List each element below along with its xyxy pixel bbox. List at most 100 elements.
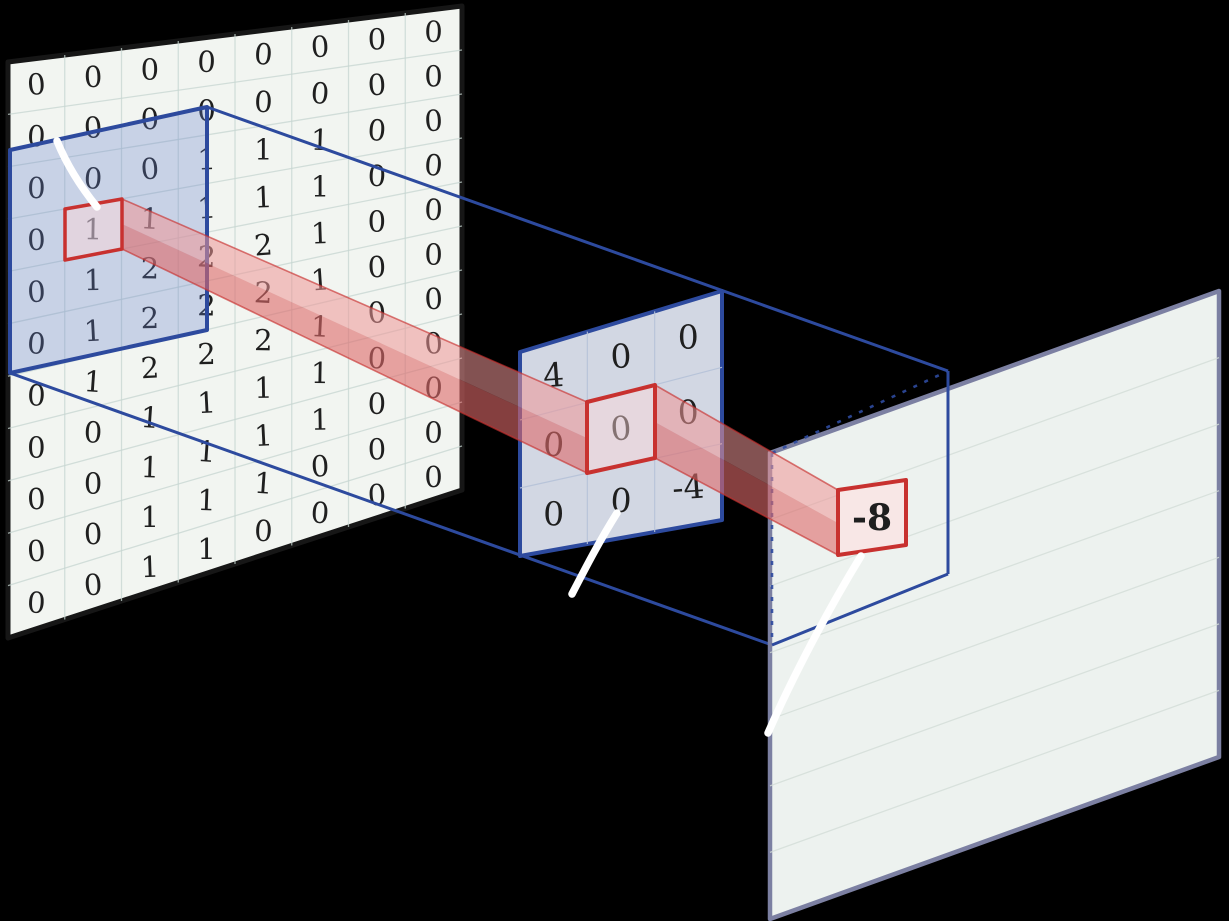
kernel-highlight-cell	[585, 383, 657, 475]
projected-region-outline	[770, 369, 950, 647]
input-cell-value: 0	[141, 52, 159, 86]
input-cell-value: 0	[83, 415, 103, 450]
input-cell-value: 1	[84, 263, 103, 297]
input-cell-value: 0	[367, 22, 386, 56]
input-cell-value: 1	[311, 356, 330, 390]
beam-kernel-output-front-face	[655, 422, 838, 555]
input-cell-value: 0	[424, 59, 443, 93]
input-cell-value: 1	[254, 133, 272, 167]
input-cell-value: 0	[27, 171, 46, 205]
input-cell-value: 0	[254, 514, 274, 549]
projection-line-top	[206, 105, 949, 373]
input-cell-value: 0	[310, 76, 331, 111]
input-cell-value: 0	[310, 449, 330, 484]
input-cell-value: 0	[27, 378, 47, 413]
kernel-cell-value: 0	[610, 336, 632, 376]
output-highlight-cell	[836, 478, 908, 557]
input-cell-value: 2	[254, 323, 273, 357]
input-cell-value: 0	[83, 517, 103, 552]
input-cell-value: 0	[83, 161, 103, 196]
projection-lines	[9, 105, 949, 647]
input-cell-value: 0	[368, 205, 386, 239]
input-cell-value: 1	[140, 550, 160, 585]
input-cell-value: 1	[197, 483, 217, 518]
input-cell-value: 2	[140, 350, 160, 385]
input-cell-value: 2	[253, 227, 274, 262]
input-cell-value: 0	[310, 495, 331, 530]
texture-line	[769, 423, 1220, 587]
output-cell-pointer-arrow	[764, 552, 865, 737]
beam-input-kernel-front-face	[122, 224, 587, 473]
input-cell-value: 1	[253, 418, 273, 453]
input-cell-value: 0	[253, 37, 274, 72]
input-cell-value: 2	[140, 301, 159, 335]
input-cell-value: 0	[83, 60, 103, 95]
input-cell-value: 0	[367, 432, 386, 466]
grid-line	[7, 49, 463, 116]
grid-line	[7, 93, 463, 168]
input-cell-value: 1	[310, 216, 330, 251]
texture-line	[769, 490, 1220, 654]
input-cell-value: 1	[311, 403, 330, 437]
input-cell-value: 0	[367, 113, 388, 148]
input-cell-value: 1	[84, 212, 103, 246]
texture-line	[769, 556, 1220, 720]
beam-edge-line	[654, 384, 839, 491]
input-cell-value: 0	[367, 67, 387, 102]
output-highlight-value: -8	[852, 497, 892, 539]
input-cell-value: 0	[26, 67, 47, 102]
input-cell-value: 0	[424, 193, 444, 228]
input-cell-value: 1	[83, 313, 103, 348]
input-cell-value: 0	[26, 274, 46, 309]
input-cell-value: 1	[140, 450, 160, 485]
texture-line	[769, 689, 1220, 854]
projection-line-bottom	[9, 371, 773, 647]
input-cell-value: 0	[424, 15, 443, 49]
beam-input-kernel-top-face	[122, 199, 587, 438]
input-cell-value: 0	[424, 282, 444, 317]
input-cell-value: 0	[423, 103, 443, 138]
output-feature-map-panel	[767, 288, 1222, 921]
input-highlight-cell	[63, 197, 124, 262]
kernel-cell-value: 0	[609, 408, 633, 448]
input-cell-value: 0	[27, 482, 47, 517]
output-feature-map	[767, 288, 1222, 921]
highlighted-cells: -8	[63, 197, 908, 557]
input-cell-value: 1	[83, 364, 104, 399]
input-cell-value: 0	[254, 85, 274, 120]
projected-region-top-edge	[771, 369, 949, 455]
pointer-arrows	[53, 137, 865, 737]
grid-line	[7, 445, 463, 587]
projected-region-bottom-edge	[771, 572, 949, 647]
input-cell-value: 1	[254, 180, 274, 215]
input-cell-value: 0	[367, 250, 387, 285]
input-cell-value: 1	[311, 170, 329, 204]
kernel-cell-value: 0	[543, 494, 565, 533]
grid-line	[7, 401, 463, 534]
input-cell-value: 0	[83, 110, 104, 145]
beam-edge-line	[654, 457, 839, 556]
output-texture-lines	[769, 356, 1220, 854]
input-cell-value: 1	[254, 371, 273, 405]
kernel-cell-value: 0	[678, 318, 699, 357]
input-cell-value: 0	[27, 223, 46, 257]
kernel-pointer-arrow	[568, 509, 621, 598]
input-feature-map: 0000000000000000000111000111110001222100…	[5, 3, 465, 641]
input-cell-value: 0	[27, 430, 45, 464]
input-cell-value: 0	[197, 45, 217, 80]
input-matrix-values: 0000000000000000000111000111110001222100…	[26, 15, 444, 621]
receptive-field-patch	[8, 105, 209, 375]
input-cell-value: 1	[140, 400, 161, 435]
input-cell-pointer-arrow	[53, 137, 101, 211]
input-cell-value: 0	[423, 148, 444, 183]
grid-line	[7, 357, 463, 482]
input-cell-value: 0	[26, 533, 47, 568]
input-cell-value: 1	[196, 385, 216, 420]
beam-kernel-output-top-face	[655, 385, 838, 523]
input-cell-value: 0	[424, 415, 443, 449]
input-cell-value: 2	[197, 337, 216, 371]
input-cell-value: 1	[310, 123, 330, 158]
input-cell-value: 0	[367, 387, 386, 421]
